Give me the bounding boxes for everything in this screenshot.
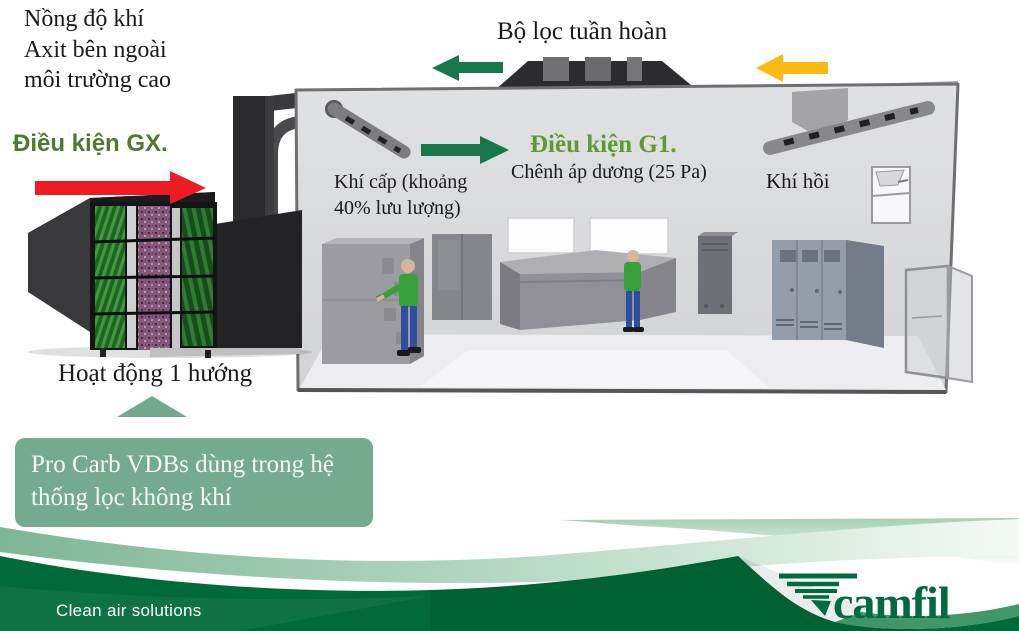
camfil-wing-icon	[779, 573, 857, 616]
positive-pressure-label: Chênh áp dương (25 Pa)	[511, 161, 707, 183]
supply-diffuser-left	[325, 100, 411, 159]
locker-bank	[772, 240, 884, 348]
yellow-arrow-left-icon	[756, 54, 828, 82]
red-arrow-right-icon	[35, 171, 206, 204]
footer-tagline: Clean air solutions	[56, 601, 202, 620]
green-arrow-left-icon	[432, 55, 503, 81]
procarb-callout-box: Pro Carb VDBs dùng trong hệ thống lọc kh…	[15, 438, 373, 527]
worker-figure	[375, 259, 421, 356]
one-way-operation-label: Hoạt động 1 hướng	[58, 360, 253, 387]
glass-door-open	[904, 264, 973, 384]
condition-gx-label: Điều kiện GX.	[13, 130, 168, 157]
camfil-logo: camfil	[779, 573, 951, 628]
return-air-label: Khí hồi	[766, 169, 830, 193]
condition-g1-label: Điều kiện G1.	[530, 131, 677, 158]
env-condition-label: Nồng độ khí Axit bên ngoài môi trường ca…	[24, 6, 171, 94]
green-arrow-right-icon	[421, 136, 509, 164]
footer-wave	[0, 518, 1019, 631]
return-diffuser-right	[763, 88, 935, 155]
worker-figure	[623, 250, 644, 332]
cabinet-back-panel	[432, 234, 492, 320]
cabinet-small-right	[698, 232, 738, 314]
supply-air-label: Khí cấp (khoảng 40% lưu lượng)	[334, 171, 468, 219]
recirculation-filter-label: Bộ lọc tuần hoàn	[497, 18, 668, 45]
brand-wordmark: camfil	[833, 577, 950, 628]
back-wall-windows	[507, 217, 669, 255]
rooftop-ahu	[495, 57, 697, 90]
side-window-vent	[871, 166, 911, 224]
triangle-up-icon	[117, 396, 187, 417]
